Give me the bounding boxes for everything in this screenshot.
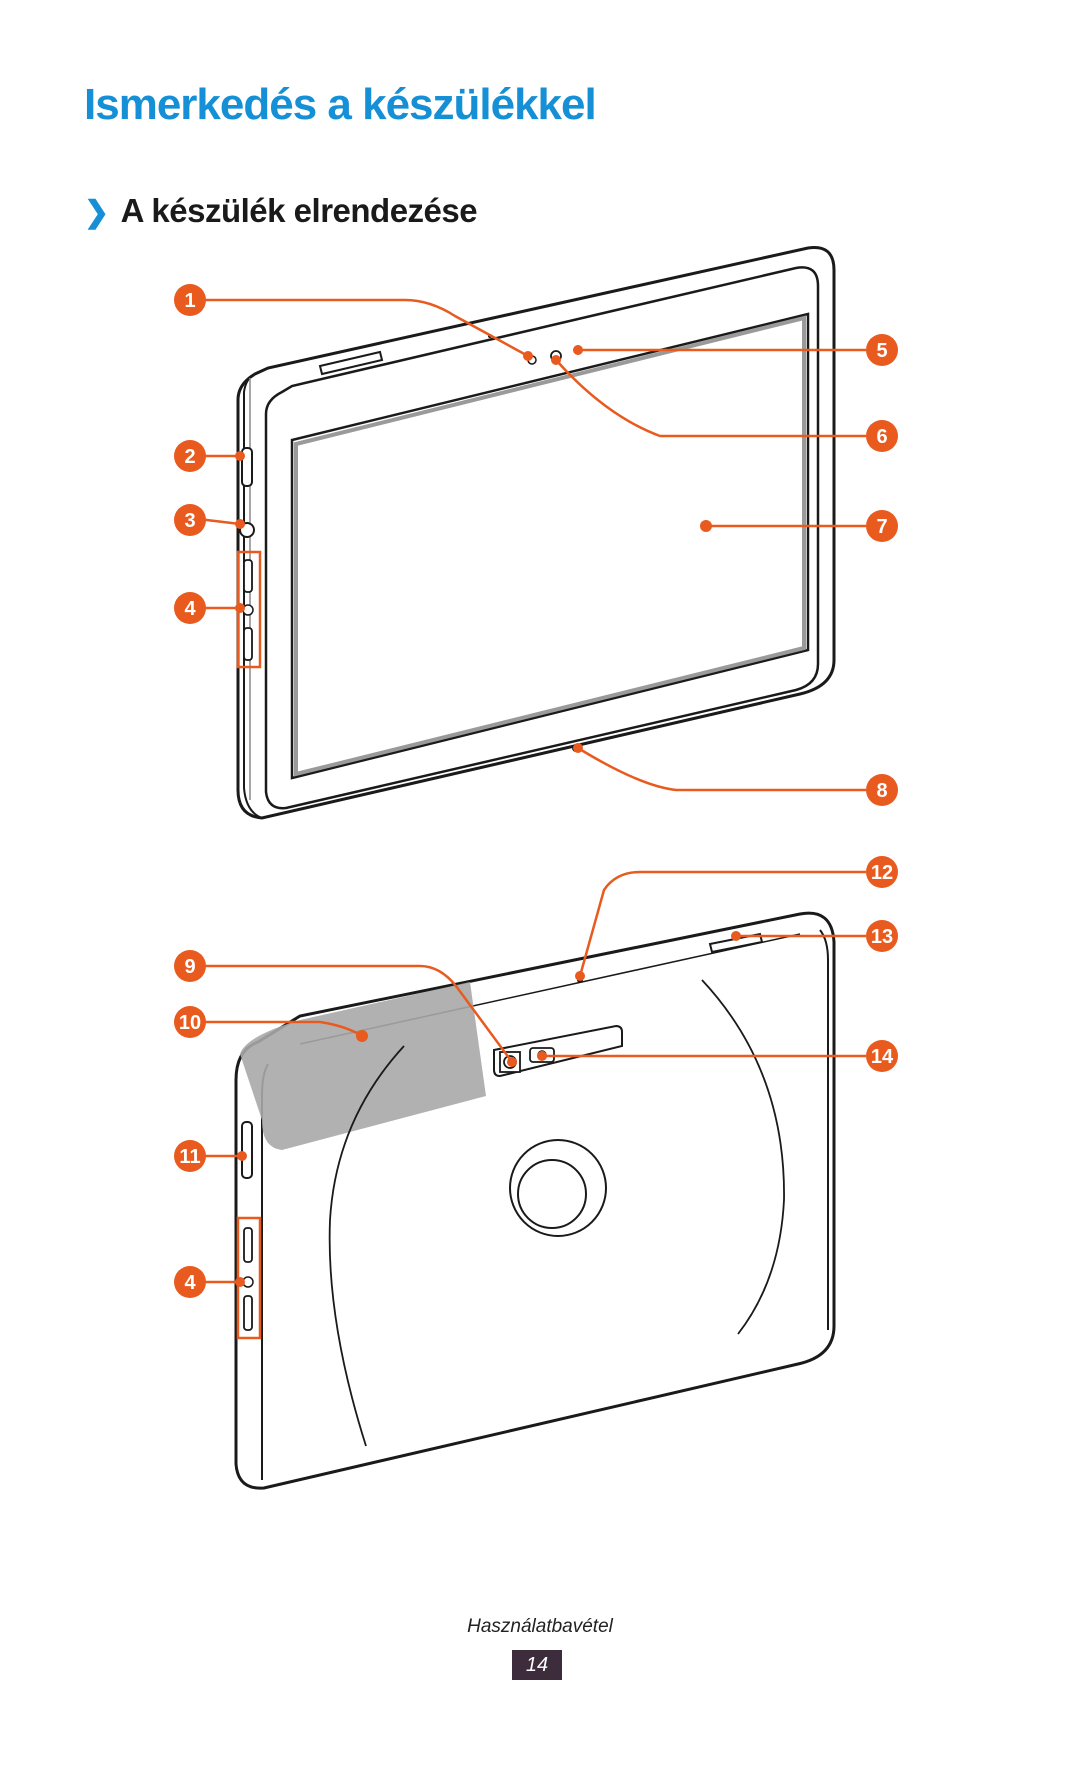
back-arc-left bbox=[328, 1045, 405, 1447]
tablet-back-view bbox=[234, 911, 836, 1490]
callout-5: 5 bbox=[876, 340, 887, 362]
back-camera-module bbox=[493, 1024, 623, 1078]
back-antenna-area bbox=[240, 982, 486, 1150]
callout-6: 6 bbox=[876, 426, 887, 448]
callout-4: 4 bbox=[184, 598, 196, 620]
front-callout-badges: 1 2 3 4 5 6 7 8 bbox=[174, 284, 898, 806]
chevron-icon: ❯ bbox=[84, 196, 109, 229]
tablet-front-view bbox=[236, 245, 836, 820]
section-heading: ❯ A készülék elrendezése bbox=[84, 192, 478, 230]
page-number: 14 bbox=[512, 1650, 562, 1680]
back-power-button bbox=[241, 1121, 253, 1179]
callout-11: 11 bbox=[179, 1146, 200, 1168]
back-top-key bbox=[708, 932, 764, 954]
front-screen bbox=[290, 312, 810, 780]
front-volume-up bbox=[243, 559, 253, 593]
section-heading-text: A készülék elrendezése bbox=[120, 192, 478, 229]
footer-section-label: Használatbavétel bbox=[467, 1616, 613, 1637]
back-arc-right bbox=[701, 979, 785, 1335]
callout-14: 14 bbox=[871, 1046, 894, 1068]
callout-10: 10 bbox=[179, 1012, 201, 1034]
callout-9: 9 bbox=[184, 956, 195, 978]
callout-7: 7 bbox=[876, 516, 887, 538]
front-top-key bbox=[318, 350, 384, 376]
front-volume-down bbox=[243, 627, 253, 661]
callout-8: 8 bbox=[876, 780, 887, 802]
back-volume-up bbox=[243, 1227, 253, 1263]
callout-4-back: 4 bbox=[184, 1272, 196, 1294]
callout-12: 12 bbox=[871, 862, 893, 884]
callout-2: 2 bbox=[184, 446, 195, 468]
page-title: Ismerkedés a készülékkel bbox=[84, 80, 597, 129]
back-volume-down bbox=[243, 1295, 253, 1331]
callout-3: 3 bbox=[184, 510, 195, 532]
back-logo-inner bbox=[517, 1159, 587, 1229]
callout-1: 1 bbox=[184, 290, 195, 312]
back-callout-badges: 9 10 11 4 12 13 14 bbox=[174, 856, 898, 1298]
callout-13: 13 bbox=[871, 926, 893, 948]
